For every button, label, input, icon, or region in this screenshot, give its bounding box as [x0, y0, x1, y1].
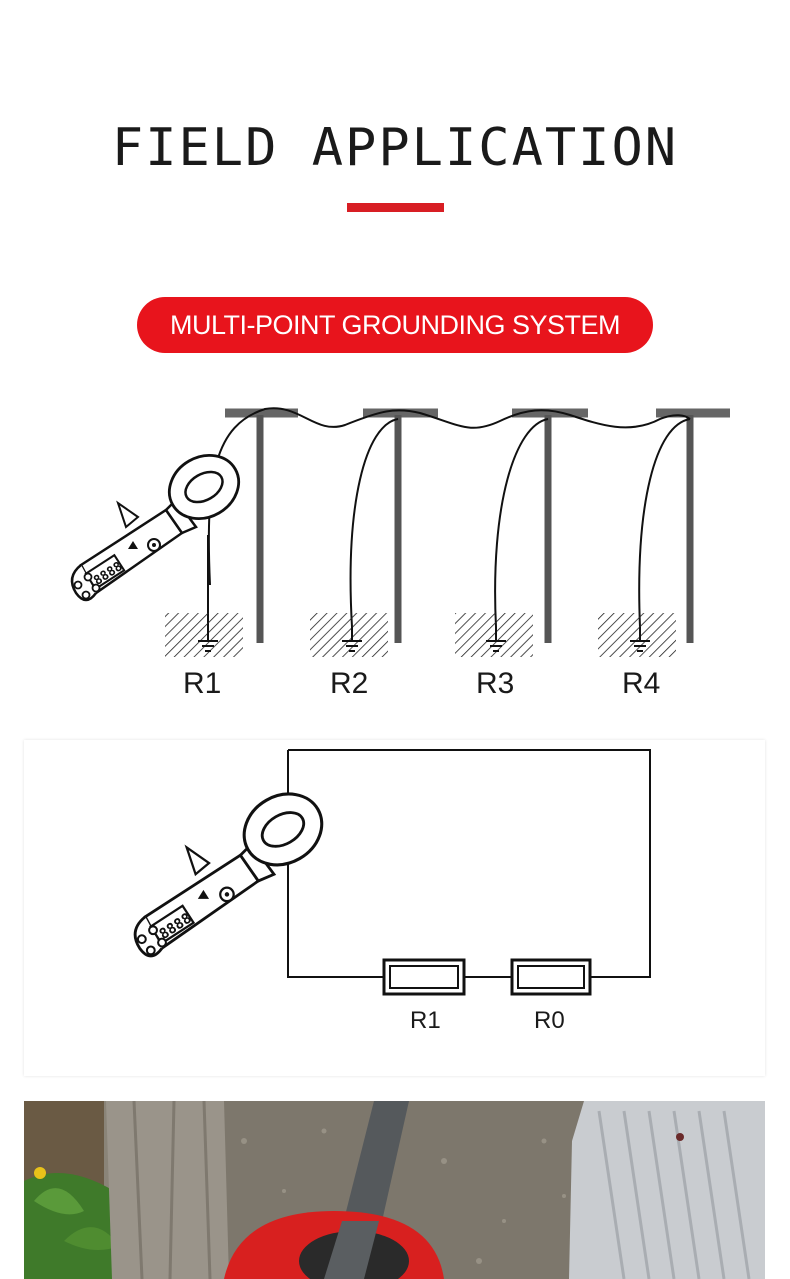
label-r3: R3 — [476, 667, 514, 700]
clamp-meter-icon — [133, 778, 337, 958]
page-title: FIELD APPLICATION — [111, 118, 679, 178]
clamp-meter-icon — [70, 441, 252, 602]
poles — [256, 415, 694, 643]
label-resistor-r0: R0 — [534, 1007, 565, 1034]
section-pill-label: MULTI-POINT GROUNDING SYSTEM — [137, 297, 653, 353]
grounding-diagram: R1 R2 R3 R4 — [70, 407, 730, 700]
ground-symbol-icon — [197, 626, 651, 652]
label-r4: R4 — [622, 667, 660, 700]
circuit-diagram: R1 R0 — [133, 749, 651, 1034]
field-photo — [24, 1101, 765, 1279]
title-underline-accent — [347, 203, 444, 212]
resistor-icon — [382, 958, 592, 996]
label-resistor-r1: R1 — [410, 1007, 441, 1034]
label-r2: R2 — [330, 667, 368, 700]
ground-wire — [207, 407, 691, 586]
circuit-panel: R1 R0 — [24, 740, 765, 1076]
ground-hatch-blocks — [165, 613, 676, 657]
label-r1: R1 — [183, 667, 221, 700]
circuit-loop — [287, 749, 651, 978]
